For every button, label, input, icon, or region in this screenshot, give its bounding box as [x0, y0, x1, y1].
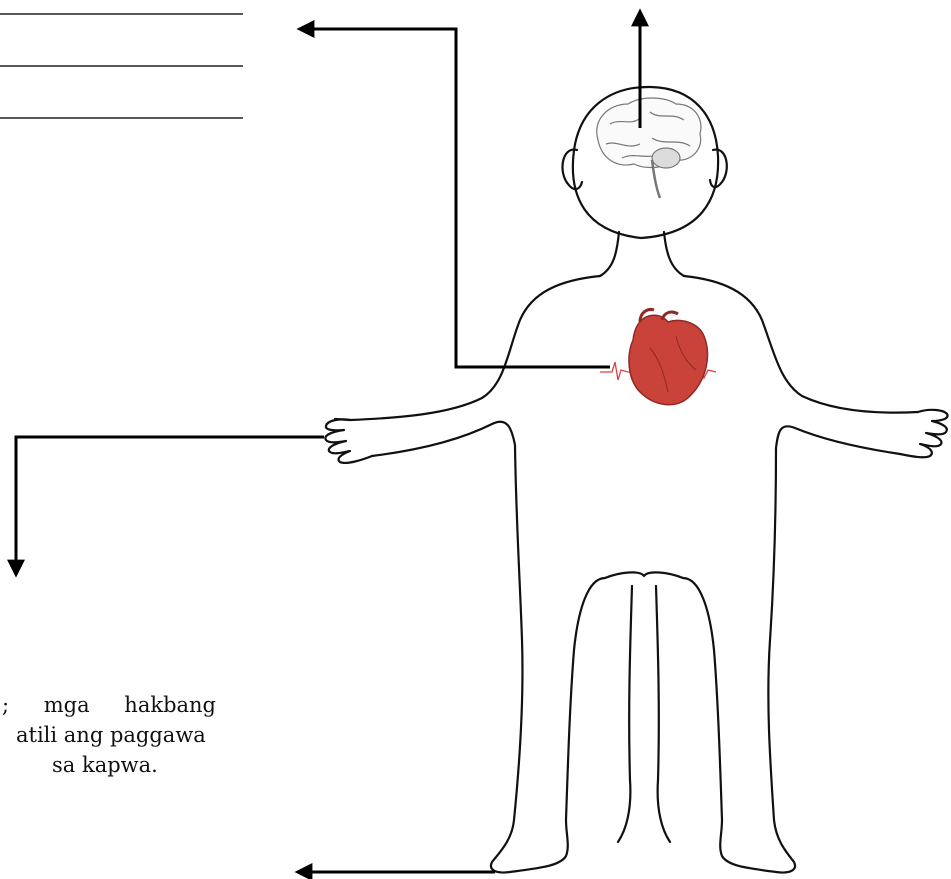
cerebellum [652, 148, 680, 168]
arrow-hand-down [16, 437, 324, 574]
answer-lines [0, 14, 243, 118]
left-arm-lower [372, 422, 515, 456]
neck-right [664, 232, 684, 276]
brain-icon [597, 98, 701, 198]
inner-left-leg [618, 586, 632, 842]
instruction-text: ; mga hakbang atili ang paggawa sa kapwa… [0, 690, 300, 780]
right-shoulder-arm [684, 276, 918, 413]
heart-group [600, 310, 716, 405]
right-arm-lower [776, 426, 900, 454]
arrow-heart-left [300, 29, 610, 367]
instruction-line-2: atili ang paggawa [16, 720, 316, 750]
instruction-line-1: ; mga hakbang [2, 690, 302, 720]
neck-left [600, 232, 619, 276]
left-hand [325, 419, 372, 463]
body-outline [325, 87, 947, 873]
inner-right-leg [656, 586, 670, 842]
crotch [605, 572, 683, 578]
right-hand [900, 410, 948, 457]
left-shoulder-arm [335, 276, 600, 420]
instruction-line-3: sa kapwa. [52, 750, 352, 780]
right-torso-leg [683, 448, 795, 873]
left-torso-leg [491, 445, 605, 873]
